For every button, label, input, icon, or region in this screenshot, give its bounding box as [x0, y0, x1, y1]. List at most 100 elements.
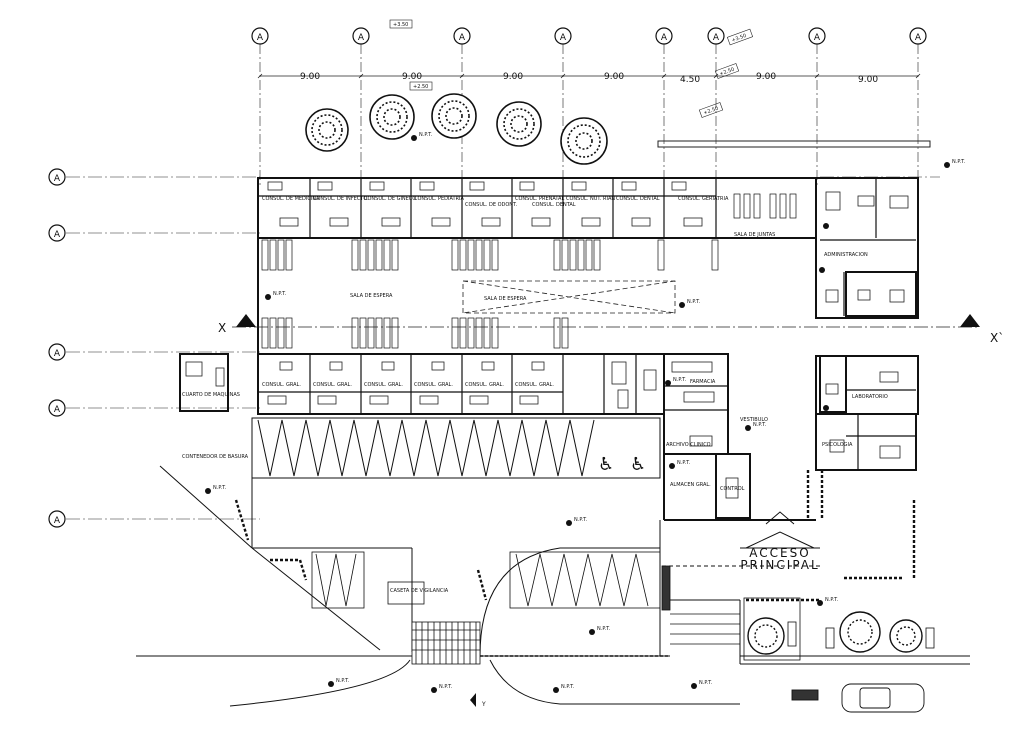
npt-label-3: N.P.T. [273, 291, 287, 297]
room-vestibulo: VESTIBULO [740, 417, 768, 423]
axis-row-5: A [54, 516, 61, 526]
axis-row-3: A [54, 349, 61, 359]
room-consul-4: CONSUL. PEDIATRIA [414, 196, 464, 202]
npt-label-4: N.P.T. [687, 299, 701, 305]
svg-text:♿: ♿ [630, 454, 646, 475]
npt-label-11: N.P.T. [336, 678, 350, 684]
parking-canopy [251, 417, 661, 479]
room-consul-6: CONSUL. PRENATAL [515, 196, 564, 202]
dimension-chain [257, 73, 921, 79]
npt-markers [205, 135, 950, 693]
garden-lower-right [743, 597, 935, 661]
dim-3: 9.00 [503, 72, 523, 82]
acceso-line-2: PRINCIPAL [740, 558, 819, 572]
axis-row-1: A [54, 174, 61, 184]
axis-row-2: A [54, 230, 61, 240]
room-consul-5: CONSUL. DE ODONT. [465, 202, 517, 208]
room-gral-3: CONSUL. GRAL. [364, 382, 403, 388]
level-tag-5: +2.50 [703, 106, 719, 117]
npt-label-10: N.P.T. [597, 626, 611, 632]
grid-vertical-lines [259, 44, 919, 185]
building-walls [179, 177, 919, 521]
axis-col-1: A [257, 33, 264, 43]
npt-label-2: N.P.T. [952, 159, 966, 165]
dimension-labels: 9.00 9.00 9.00 9.00 4.50 9.00 9.00 [300, 72, 878, 85]
atrium-void [462, 280, 676, 314]
npt-label-15: N.P.T. [825, 597, 839, 603]
room-sala-espera-1: SALA DE ESPERA [350, 293, 393, 299]
room-farmacia: FARMACIA [690, 379, 716, 385]
room-gral-1: CONSUL. GRAL. [262, 382, 301, 388]
car [791, 683, 925, 713]
grid-horizontal-lines [66, 176, 940, 520]
room-cuarto-maquinas: CUARTO DE MAQUINAS [182, 392, 240, 398]
room-administracion: ADMINISTRACION [824, 252, 868, 258]
waiting-seats [261, 193, 797, 349]
dim-1: 9.00 [300, 72, 320, 82]
npt-label-13: N.P.T. [561, 684, 575, 690]
entry-steps [670, 613, 740, 645]
dim-4: 9.00 [604, 72, 624, 82]
room-consul-3: CONSUL. DE GINECO. [364, 196, 418, 202]
axis-col-8: A [915, 33, 922, 43]
level-tag-2: +2.50 [413, 84, 428, 90]
column-axis-bubbles [251, 27, 927, 45]
axis-col-6: A [713, 33, 720, 43]
north-arrow-icon [470, 693, 476, 707]
hedges [234, 470, 916, 657]
section-markers [236, 314, 980, 327]
dim-6: 9.00 [756, 72, 776, 82]
main-entry-canopy [662, 511, 820, 567]
npt-label-1: N.P.T. [419, 132, 433, 138]
room-caseta: CASETA DE VIGILANCIA [390, 588, 449, 594]
npt-label-5: N.P.T. [673, 377, 687, 383]
room-gral-6: CONSUL. GRAL. [515, 382, 554, 388]
lower-parking [311, 551, 671, 611]
npt-label-9: N.P.T. [574, 517, 588, 523]
room-gral-4: CONSUL. GRAL. [414, 382, 453, 388]
axis-col-7: A [814, 33, 821, 43]
acceso-line-1: ACCESO [749, 546, 810, 560]
furniture [185, 181, 909, 499]
consultorio-top-partitions [258, 178, 916, 316]
npt-label-8: N.P.T. [213, 485, 227, 491]
level-tag-1: +3.50 [393, 22, 408, 28]
npt-label-6: N.P.T. [753, 422, 767, 428]
section-label-right: X` [990, 331, 1004, 345]
room-almacen: ALMACEN GRAL. [670, 482, 711, 488]
level-tag-4: +2.50 [719, 67, 735, 78]
room-contenedor-basura: CONTENEDOR DE BASURA [182, 454, 249, 460]
axis-col-2: A [358, 33, 365, 43]
room-laboratorio: LABORATORIO [852, 394, 888, 400]
npt-label-7: N.P.T. [677, 460, 691, 466]
svg-text:♿: ♿ [598, 454, 614, 475]
room-consul-7: CONSUL. DENTAL [532, 202, 576, 208]
section-label-left: X [218, 321, 226, 335]
npt-label-12: N.P.T. [439, 684, 453, 690]
level-tag-3: +3.50 [731, 33, 747, 44]
axis-col-3: A [459, 33, 466, 43]
room-consul-1: CONSUL. DE MEDICINA [262, 196, 320, 202]
room-control: CONTROL [720, 486, 745, 492]
dim-5: 4.50 [680, 75, 700, 85]
room-gral-2: CONSUL. GRAL. [313, 382, 352, 388]
npt-label-14: N.P.T. [699, 680, 713, 686]
consultorio-bottom-partitions [258, 354, 916, 470]
row-axis-bubbles [48, 168, 66, 528]
room-consul-9: CONSUL. DENTAL [616, 196, 660, 202]
dim-7: 9.00 [858, 75, 878, 85]
trees-top [305, 93, 608, 165]
axis-row-4: A [54, 405, 61, 415]
entry-gate [411, 621, 481, 665]
level-tags [389, 19, 754, 118]
room-psicologia: PSICOLOGIA [822, 442, 853, 448]
site-boundaries [136, 465, 970, 707]
accessible-parking-icons: ♿♿ [598, 454, 646, 475]
axis-col-4: A [560, 33, 567, 43]
guard-booth [387, 581, 425, 605]
top-boundary [657, 140, 931, 148]
dim-2: 9.00 [402, 72, 422, 82]
room-gral-5: CONSUL. GRAL. [465, 382, 504, 388]
